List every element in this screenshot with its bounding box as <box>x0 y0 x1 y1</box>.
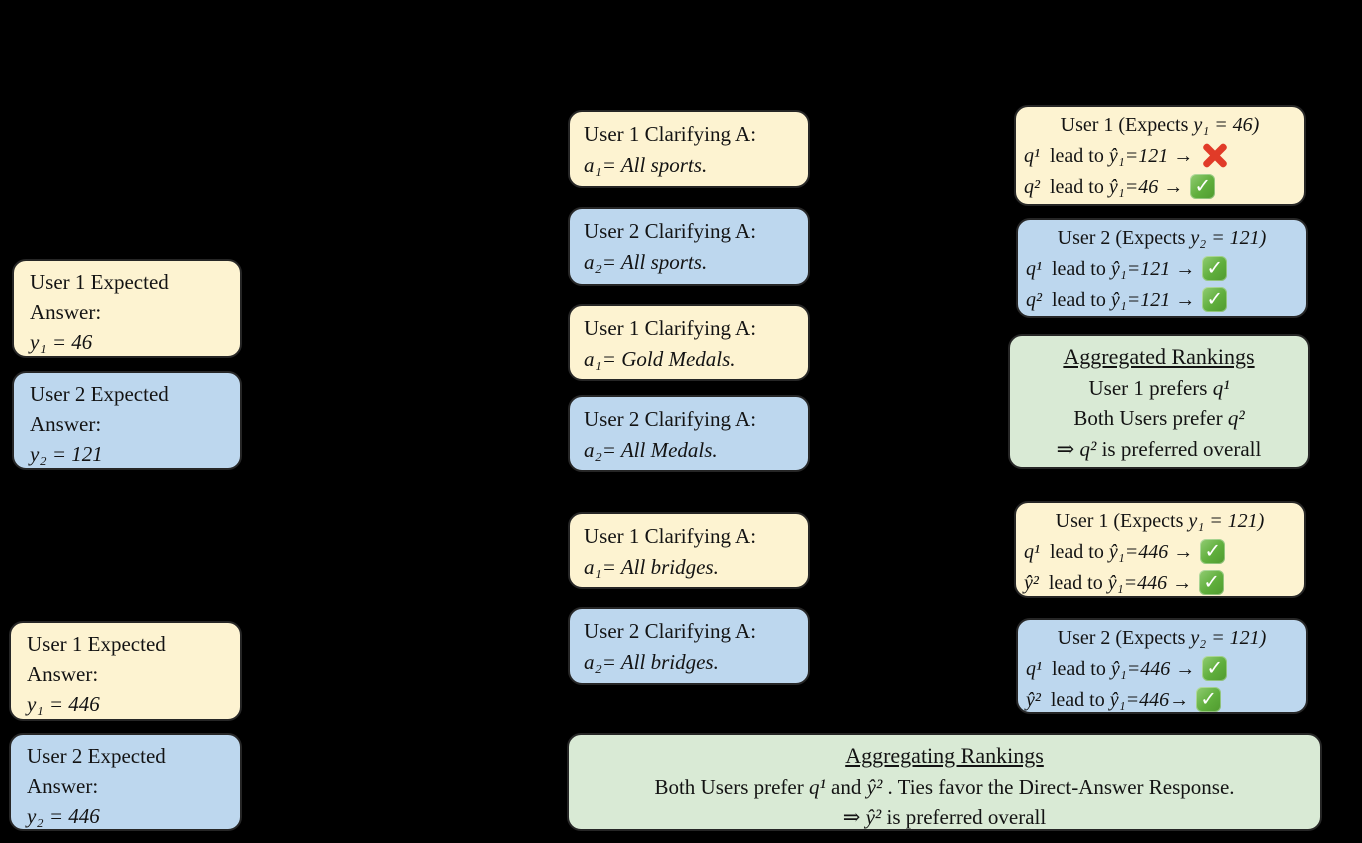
example1-user1-expected-answer-box: User 1 Expected Answer: y₁ = 46 <box>12 259 242 358</box>
ranking-row-text: lead to <box>1045 541 1109 563</box>
example1-user2-clarifying-answer-box-1: User 2 Clarifying A: a₂= All sports. <box>568 207 810 286</box>
check-icon <box>1200 539 1226 564</box>
clarifying-answer-value: a₁= Gold Medals. <box>584 347 736 372</box>
expected-answer-text: User 2 Expected <box>27 744 166 768</box>
question-term: q¹ <box>1026 658 1042 680</box>
check-icon <box>1190 174 1216 199</box>
ranking-header-math: y₁ = 46) <box>1193 114 1260 136</box>
expected-answer-value: y₁ = 46 <box>30 329 93 354</box>
example2-aggregating-rankings-box: Aggregating Rankings Both Users prefer q… <box>567 733 1322 831</box>
aggregated-rankings-title: Aggregating Rankings <box>845 743 1044 768</box>
ranking-row: ŷ² lead to ŷ₁=446→ <box>1026 685 1298 716</box>
check-icon <box>1202 256 1228 281</box>
expected-answer-value: y₁ = 446 <box>27 691 100 716</box>
expected-answer-text: Answer: <box>30 411 102 436</box>
expected-answer-value: y₂ = 446 <box>27 803 100 828</box>
clarifying-answer-value: a₂= All Medals. <box>584 438 718 463</box>
clarifying-answer-value: a₁= All sports. <box>584 153 708 178</box>
question-term: ŷ² <box>1026 689 1041 711</box>
example1-user1-clarifying-answer-box-2: User 1 Clarifying A: a₁= Gold Medals. <box>568 304 810 381</box>
ranking-row-text: lead to <box>1047 289 1111 311</box>
ranking-header: User 2 (Expects y₂ = 121) <box>1026 223 1298 254</box>
example1-user1-ranking-box: User 1 (Expects y₁ = 46) q¹ lead to ŷ₁=1… <box>1014 105 1306 206</box>
check-icon <box>1196 687 1222 712</box>
expected-answer-text: Answer: <box>27 773 99 798</box>
question-term: q¹ <box>1026 258 1042 280</box>
ranking-row-result: ŷ₁=446 → <box>1110 658 1196 680</box>
ranking-row-result: ŷ₁=46 → <box>1108 176 1184 198</box>
clarifying-answer-label: User 1 Clarifying A: <box>584 524 757 548</box>
example1-user1-clarifying-answer-box-1: User 1 Clarifying A: a₁= All sports. <box>568 110 810 188</box>
expected-answer-text: User 1 Expected <box>30 270 169 294</box>
example2-user1-ranking-box: User 1 (Expects y₁ = 121) q¹ lead to ŷ₁=… <box>1014 501 1306 598</box>
example2-user1-expected-answer-box: User 1 Expected Answer: y₁ = 446 <box>9 621 242 721</box>
question-term: q² <box>1026 289 1042 311</box>
ranking-row-text: lead to <box>1045 689 1110 711</box>
clarifying-answer-label: User 2 Clarifying A: <box>584 219 757 243</box>
clarifying-answer-label: User 1 Clarifying A: <box>584 122 757 146</box>
ranking-header-math: y₂ = 121) <box>1190 227 1267 249</box>
ranking-header-math: y₂ = 121) <box>1190 627 1267 649</box>
ranking-row: ŷ² lead to ŷ₁=446 → <box>1024 568 1296 599</box>
expected-answer-text: Answer: <box>30 299 102 324</box>
ranking-header: User 2 (Expects y₂ = 121) <box>1026 623 1298 654</box>
clarifying-answer-value: a₂= All sports. <box>584 250 708 275</box>
question-term: q¹ <box>1024 145 1040 167</box>
ranking-row: q² lead to ŷ₁=121 → <box>1026 285 1298 316</box>
aggregated-line: Both Users prefer q¹ and ŷ² . Ties favor… <box>654 774 1235 799</box>
clarifying-answer-value: a₂= All bridges. <box>584 650 719 675</box>
ranking-header-math: y₁ = 121) <box>1188 510 1265 532</box>
example1-user2-clarifying-answer-box-2: User 2 Clarifying A: a₂= All Medals. <box>568 395 810 472</box>
example2-user2-expected-answer-box: User 2 Expected Answer: y₂ = 446 <box>9 733 242 831</box>
ranking-row-text: lead to <box>1045 145 1109 167</box>
question-term: ŷ² <box>1024 572 1039 594</box>
ranking-header-text: User 2 (Expects <box>1057 627 1191 649</box>
check-icon <box>1199 570 1225 595</box>
ranking-row-result: ŷ₁=446 → <box>1107 572 1193 594</box>
aggregated-line: Both Users prefer q² <box>1073 406 1245 431</box>
ranking-row-text: lead to <box>1045 176 1109 198</box>
ranking-row-result: ŷ₁=121 → <box>1108 145 1194 167</box>
ranking-header-text: User 1 (Expects <box>1055 510 1189 532</box>
question-term: q² <box>1024 176 1040 198</box>
aggregated-line: User 1 prefers q¹ <box>1088 375 1230 400</box>
example1-user2-ranking-box: User 2 (Expects y₂ = 121) q¹ lead to ŷ₁=… <box>1016 218 1308 318</box>
example2-user2-clarifying-answer-box: User 2 Clarifying A: a₂= All bridges. <box>568 607 810 685</box>
ranking-header: User 1 (Expects y₁ = 121) <box>1024 506 1296 537</box>
ranking-row-text: lead to <box>1043 572 1108 594</box>
expected-answer-text: User 2 Expected <box>30 382 169 406</box>
ranking-row: q¹ lead to ŷ₁=446 → <box>1024 537 1296 568</box>
check-icon <box>1202 287 1228 312</box>
example1-aggregated-rankings-box: Aggregated Rankings User 1 prefers q¹ Bo… <box>1008 334 1310 469</box>
clarifying-answer-label: User 1 Clarifying A: <box>584 316 757 340</box>
ranking-row-result: ŷ₁=446 → <box>1108 541 1194 563</box>
ranking-row-text: lead to <box>1047 658 1111 680</box>
check-icon <box>1202 656 1228 681</box>
expected-answer-text: User 1 Expected <box>27 632 166 656</box>
question-term: q¹ <box>1024 541 1040 563</box>
clarifying-answer-label: User 2 Clarifying A: <box>584 619 757 643</box>
expected-answer-value: y₂ = 121 <box>30 441 103 466</box>
ranking-header-text: User 1 (Expects <box>1060 114 1194 136</box>
ranking-row: q¹ lead to ŷ₁=121 → <box>1024 141 1296 172</box>
example2-user2-ranking-box: User 2 (Expects y₂ = 121) q¹ lead to ŷ₁=… <box>1016 618 1308 714</box>
example1-user2-expected-answer-box: User 2 Expected Answer: y₂ = 121 <box>12 371 242 470</box>
ranking-row-text: lead to <box>1047 258 1111 280</box>
ranking-row: q² lead to ŷ₁=46 → <box>1024 172 1296 203</box>
aggregated-conclusion: ⇒ q² is preferred overall <box>1056 436 1262 461</box>
expected-answer-text: Answer: <box>27 661 99 686</box>
ranking-row-result: ŷ₁=121 → <box>1110 289 1196 311</box>
aggregated-conclusion: ⇒ ŷ² is preferred overall <box>842 805 1047 830</box>
ranking-header-text: User 2 (Expects <box>1057 227 1191 249</box>
ranking-row: q¹ lead to ŷ₁=121 → <box>1026 254 1298 285</box>
clarifying-answer-value: a₁= All bridges. <box>584 555 719 580</box>
example2-user1-clarifying-answer-box: User 1 Clarifying A: a₁= All bridges. <box>568 512 810 589</box>
clarifying-answer-label: User 2 Clarifying A: <box>584 407 757 431</box>
aggregated-rankings-title: Aggregated Rankings <box>1063 344 1255 369</box>
cross-icon <box>1200 141 1230 169</box>
ranking-row: q¹ lead to ŷ₁=446 → <box>1026 654 1298 685</box>
ranking-header: User 1 (Expects y₁ = 46) <box>1024 110 1296 141</box>
ranking-row-result: ŷ₁=121 → <box>1110 258 1196 280</box>
ranking-row-result: ŷ₁=446→ <box>1109 689 1190 711</box>
